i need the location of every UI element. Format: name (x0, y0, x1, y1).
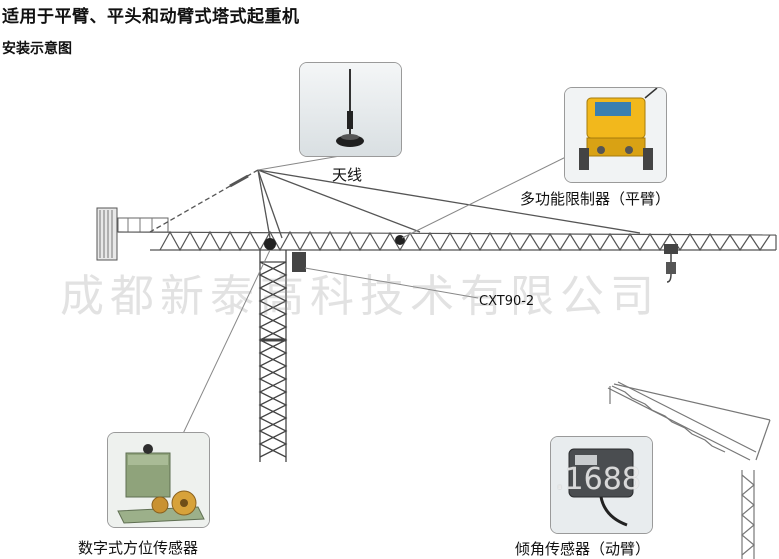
watermark-1688: .1688 (555, 462, 641, 497)
limiter-device-icon (565, 88, 666, 182)
page-subtitle: 安装示意图 (2, 41, 72, 57)
page-title: 适用于平臂、平头和动臂式塔式起重机 (2, 7, 300, 27)
leader-lines (179, 149, 581, 441)
watermark: 成都新泰高科技术有限公司 (60, 271, 660, 322)
luffing-crane (607, 381, 771, 559)
trolley-hook (664, 244, 678, 283)
azimuth-sensor-photo (107, 432, 210, 528)
cxt-label: CXT90-2 (479, 294, 535, 309)
tilt-sensor-label: 倾角传感器（动臂） (515, 540, 651, 558)
limiter-mount (395, 235, 405, 245)
antenna-label: 天线 (332, 166, 363, 184)
azimuth-sensor-icon (108, 433, 209, 527)
antenna-photo (299, 62, 402, 157)
tower-mast (258, 250, 288, 462)
tower-head (149, 169, 641, 239)
limiter-label: 多功能限制器（平臂） (520, 190, 671, 208)
tilt-sensor-photo (550, 436, 653, 534)
counterweight (96, 207, 169, 261)
cab (292, 252, 306, 272)
slewing-ring (264, 238, 276, 250)
antenna-icon (300, 63, 401, 156)
limiter-photo (564, 87, 667, 183)
tilt-sensor-icon (551, 437, 652, 533)
azimuth-sensor-label: 数字式方位传感器 (78, 539, 199, 557)
